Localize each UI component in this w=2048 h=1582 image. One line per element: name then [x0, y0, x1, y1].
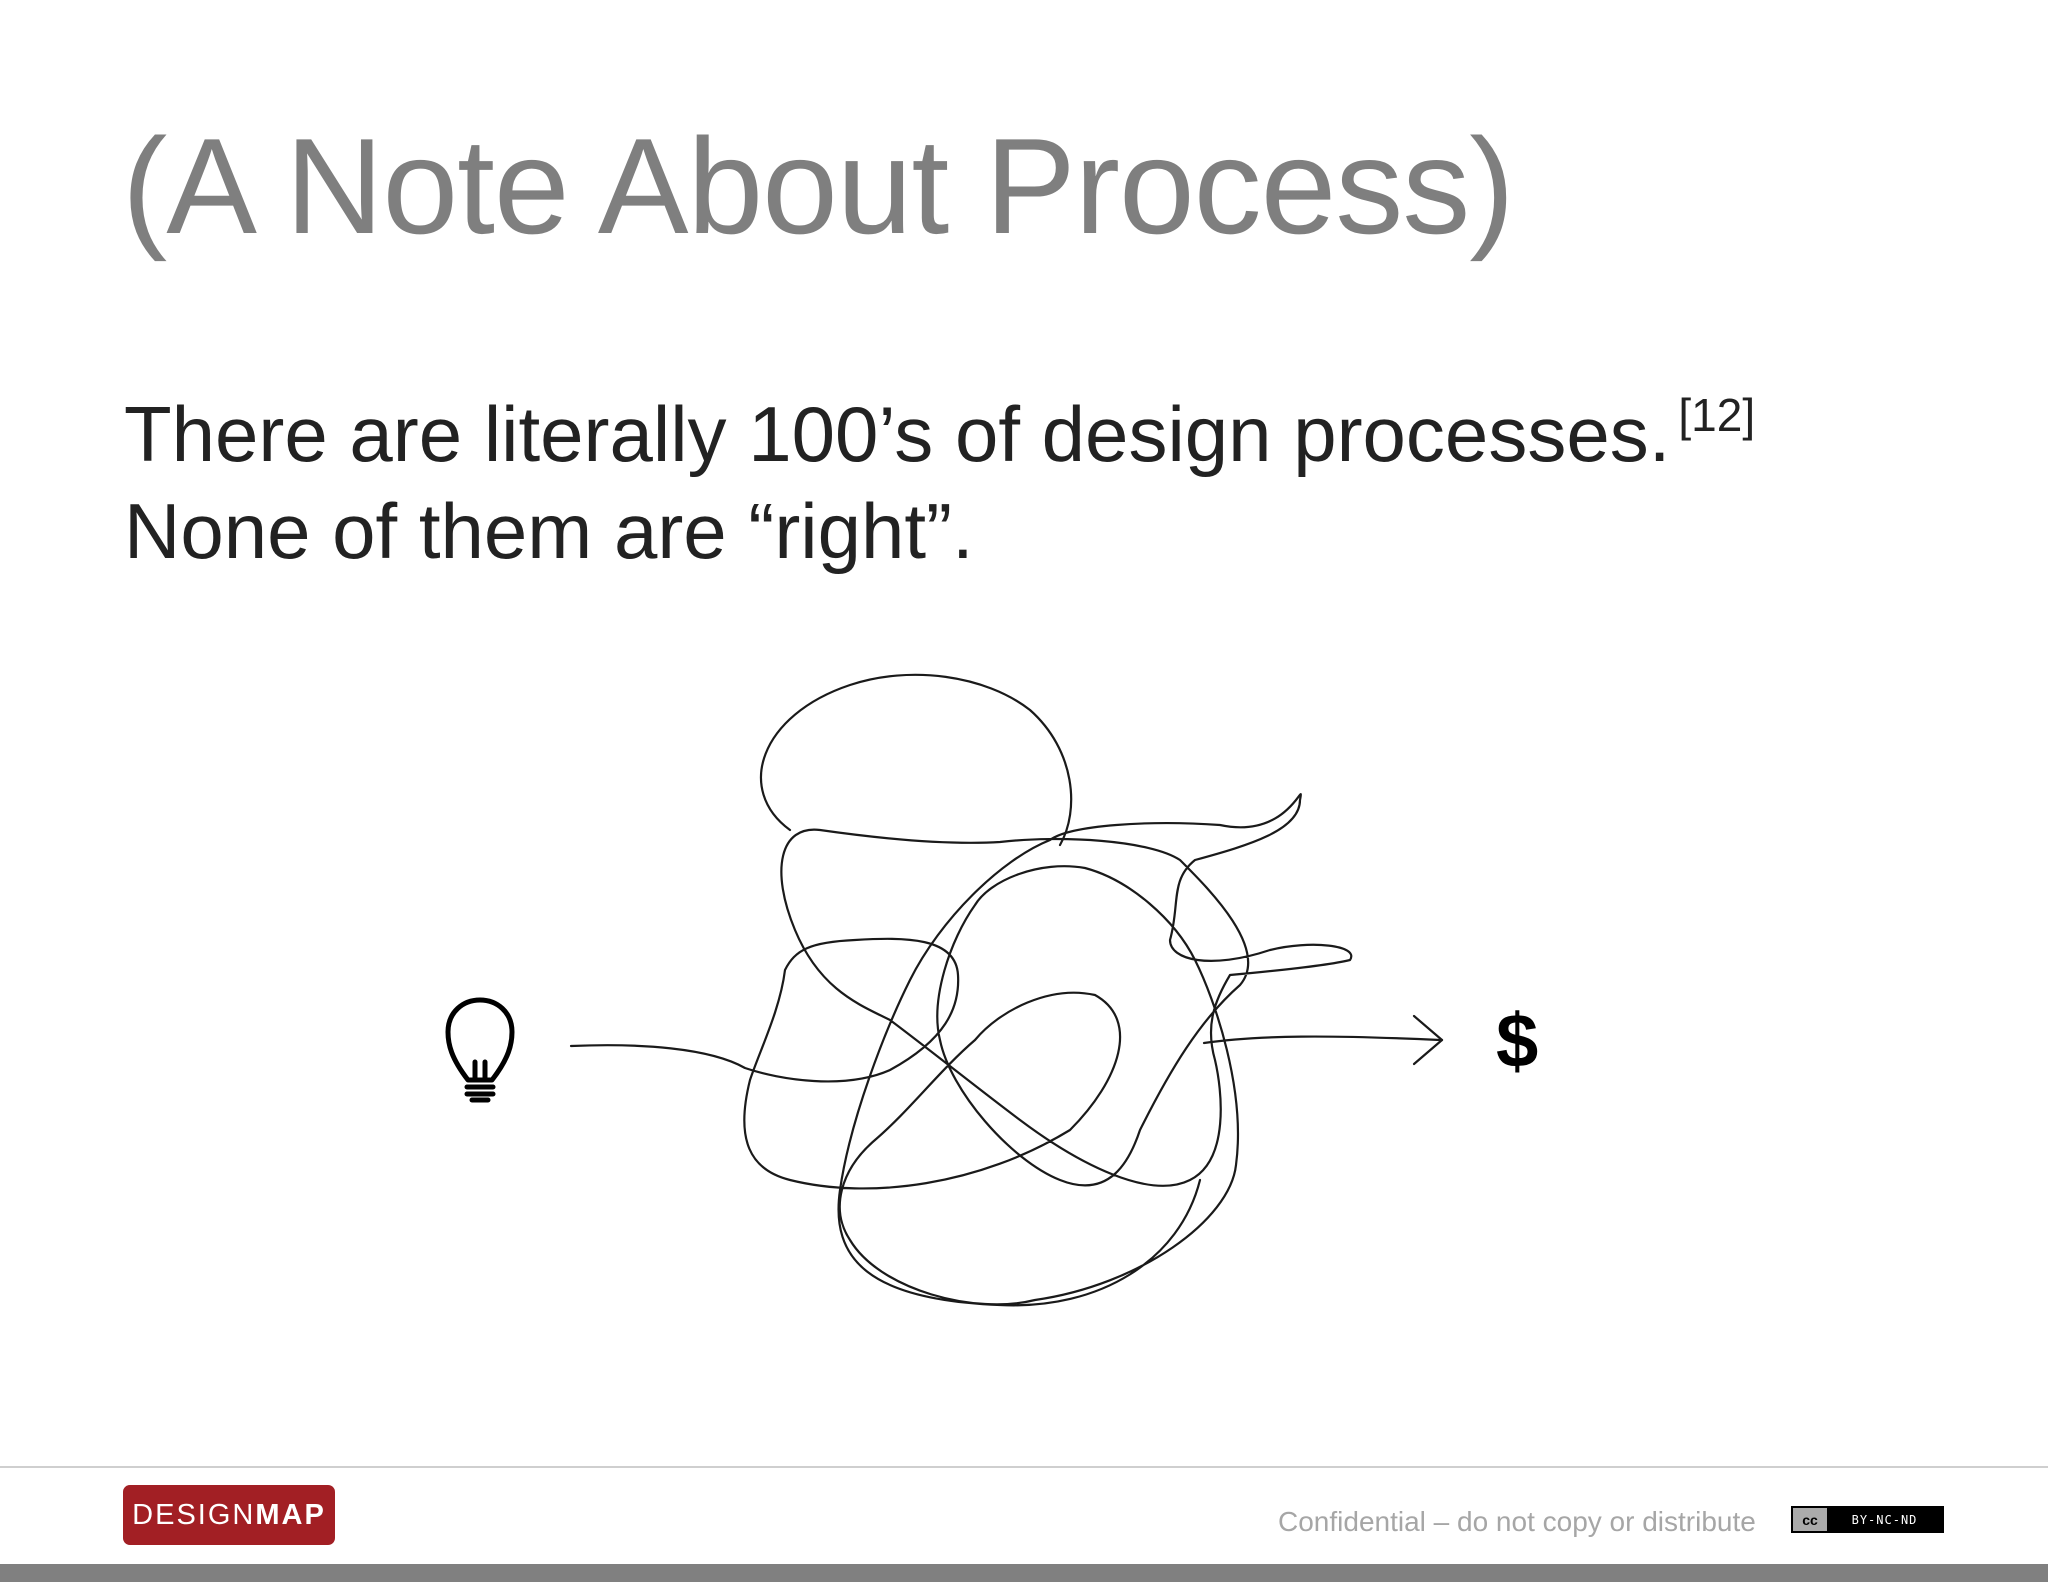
designmap-logo: DESIGNMAP [123, 1485, 335, 1545]
logo-text-bold: MAP [255, 1499, 326, 1531]
body-line-1: There are literally 100’s of design proc… [124, 386, 1755, 483]
dollar-sign-icon: $ [1496, 999, 1539, 1084]
footer-divider [0, 1466, 2048, 1468]
logo-text-light: DESIGN [132, 1499, 256, 1531]
lightbulb-icon [445, 997, 515, 1103]
tangled-process-path [569, 673, 1442, 1307]
cc-icon: cc [1793, 1508, 1827, 1531]
confidential-notice: Confidential – do not copy or distribute [1278, 1506, 1756, 1537]
body-line-1-text: There are literally 100’s of design proc… [124, 390, 1671, 478]
body-line-2: None of them are “right”. [124, 487, 974, 575]
slide-title: (A Note About Process) [122, 110, 1515, 262]
bottom-bar [0, 1564, 2048, 1582]
arrow-right-icon [1412, 1014, 1444, 1066]
license-text: BY-NC-ND [1851, 1512, 1918, 1527]
creative-commons-badge: cc BY-NC-ND [1791, 1506, 1944, 1533]
footnote-reference: [12] [1678, 389, 1756, 442]
body-text: There are literally 100’s of design proc… [124, 386, 1755, 580]
